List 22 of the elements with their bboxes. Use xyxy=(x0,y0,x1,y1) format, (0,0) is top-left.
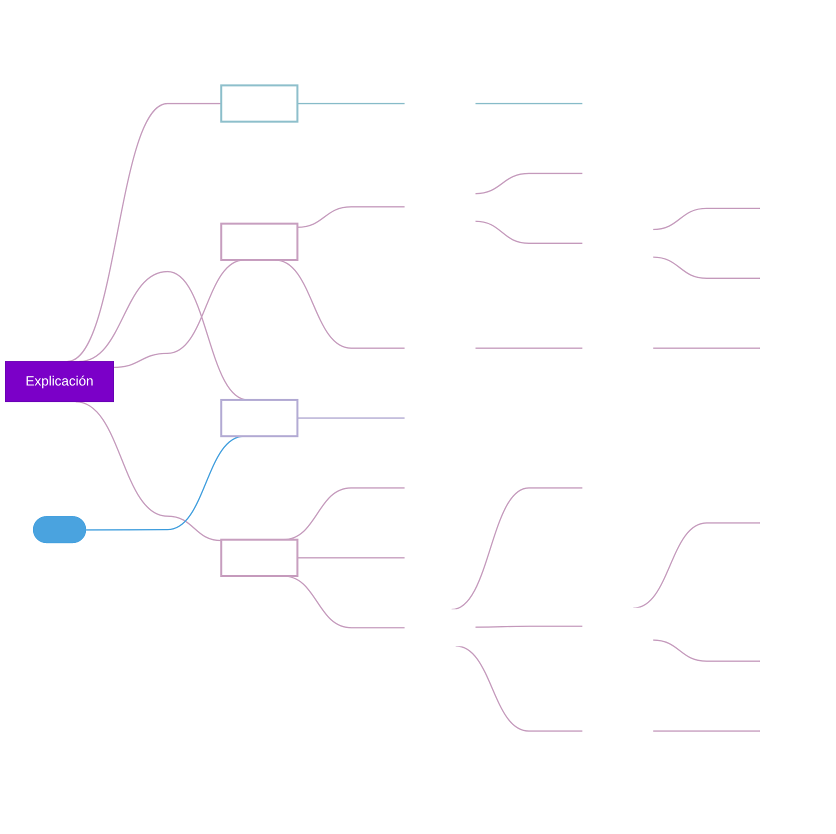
connector xyxy=(475,172,583,194)
connector xyxy=(297,556,405,558)
connector xyxy=(475,625,583,628)
connector xyxy=(297,102,405,104)
connector xyxy=(67,102,222,362)
connector xyxy=(297,206,405,228)
connector xyxy=(456,644,583,732)
node-box: Explicación xyxy=(5,360,114,402)
connector xyxy=(652,639,760,662)
connector xyxy=(475,347,583,349)
node-box xyxy=(220,538,298,577)
connector xyxy=(652,730,760,732)
connector xyxy=(475,220,583,244)
node-box xyxy=(220,222,298,261)
node-box xyxy=(220,84,298,122)
connector xyxy=(652,207,760,230)
connector xyxy=(297,417,405,418)
connector xyxy=(475,102,583,104)
connector xyxy=(652,347,760,349)
node-box xyxy=(220,398,298,437)
connector xyxy=(76,400,222,541)
connector xyxy=(652,256,760,279)
